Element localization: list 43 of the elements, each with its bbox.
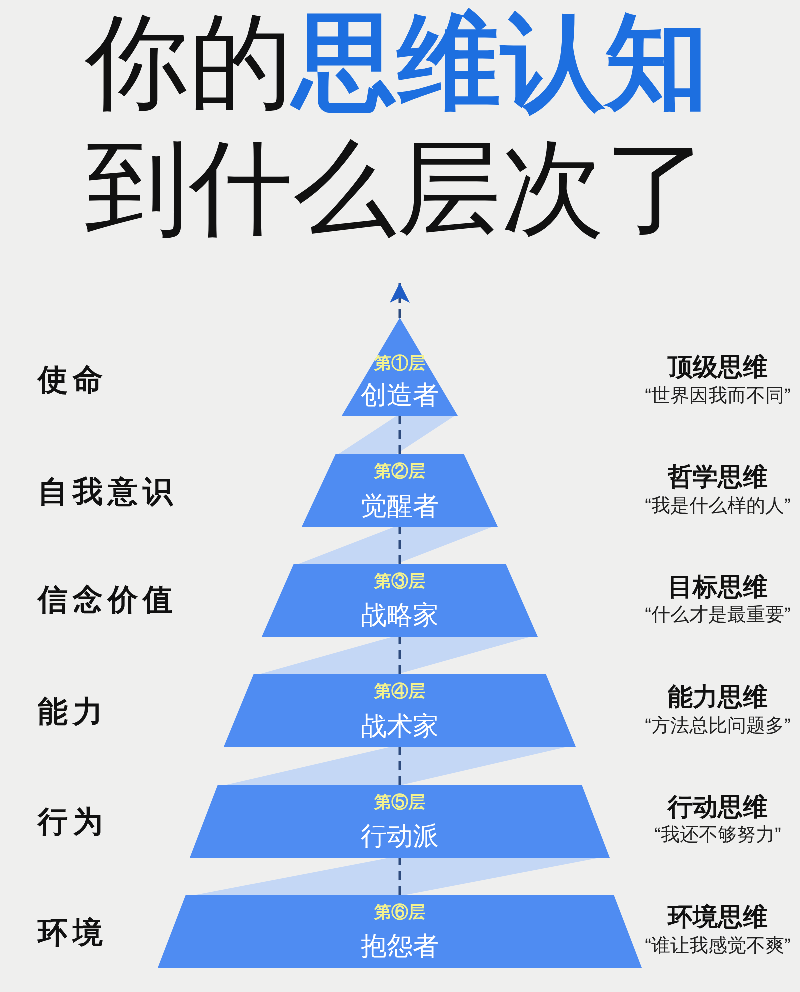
pyramid-tier — [302, 454, 498, 527]
thinking-type: 能力思维 — [668, 684, 768, 712]
tier-name: 创造者 — [361, 381, 439, 411]
level-label: 行为 — [38, 806, 108, 840]
pyramid-tier — [224, 674, 576, 747]
quote-text: “我是什么样的人” — [645, 496, 791, 518]
tier-name: 战术家 — [361, 712, 439, 742]
pyramid-tier — [190, 785, 610, 858]
arrow — [390, 283, 410, 318]
pyramid-tier — [262, 564, 538, 637]
tier-name: 觉醒者 — [361, 492, 439, 522]
quote-text: “什么才是最重要” — [645, 605, 791, 627]
dashed-line — [398, 527, 402, 564]
dashed-line — [398, 747, 402, 785]
quote-text: “方法总比问题多” — [645, 716, 791, 738]
thinking-type: 行动思维 — [668, 794, 768, 822]
thinking-type: 目标思维 — [668, 574, 768, 602]
tier-number: 第①层 — [374, 354, 426, 374]
thinking-type: 顶级思维 — [668, 354, 768, 382]
quote-text: “我还不够努力” — [654, 825, 782, 847]
dashed-line — [398, 637, 402, 674]
thinking-type: 环境思维 — [668, 904, 768, 932]
level-label: 信念价值 — [38, 584, 178, 618]
pyramid-tier — [342, 318, 458, 416]
tier-name: 行动派 — [361, 822, 439, 852]
tier-number: 第⑥层 — [374, 903, 426, 923]
tier-number: 第⑤层 — [374, 793, 426, 813]
thinking-type: 哲学思维 — [668, 464, 768, 492]
level-label: 环境 — [38, 916, 108, 952]
dashed-line — [398, 416, 402, 454]
tier-number: 第②层 — [374, 462, 426, 482]
quote-text: “谁让我感觉不爽” — [645, 936, 791, 958]
pyramid-tier — [158, 895, 642, 968]
level-label: 自我意识 — [38, 476, 178, 510]
dashed-line — [398, 858, 402, 895]
level-label: 使命 — [38, 364, 108, 398]
tier-name: 战略家 — [361, 601, 439, 631]
level-label: 能力 — [38, 696, 108, 730]
title: 你的思维认知到什么层次了 — [84, 4, 710, 249]
tier-number: 第④层 — [374, 682, 426, 702]
quote-text: “世界因我而不同” — [645, 386, 791, 408]
tier-name: 抱怨者 — [361, 932, 439, 962]
tier-number: 第③层 — [374, 572, 426, 592]
